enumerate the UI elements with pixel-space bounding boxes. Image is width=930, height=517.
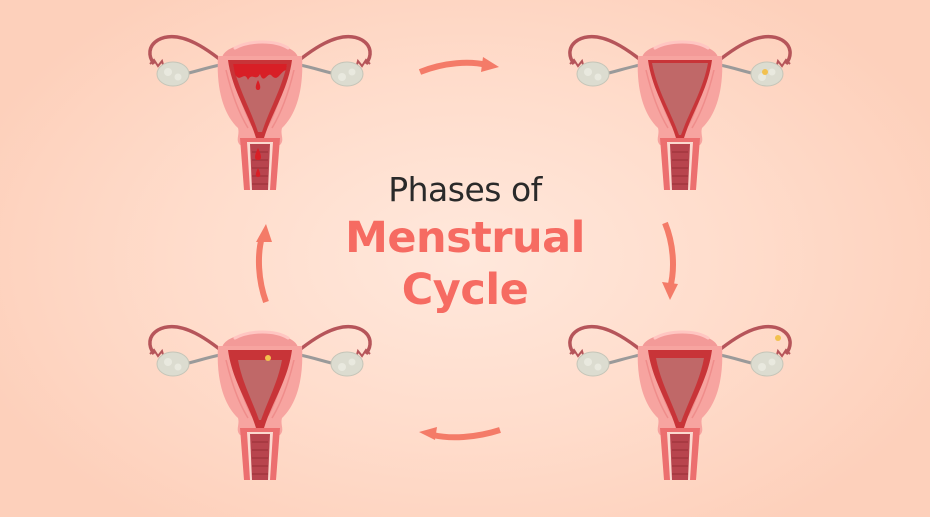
title-phases-of: Phases of [388,170,542,209]
arrow-left-icon [415,420,505,445]
uterus-illustration-menstrual [140,20,380,210]
uterus-luteal-icon [148,324,372,482]
title-block: Phases of Menstrual Cycle [300,168,630,316]
uterus-illustration-luteal [140,310,380,500]
title-menstrual: Menstrual [345,213,585,263]
arrow-down-icon [660,220,685,305]
uterus-menstrual-icon [148,34,372,192]
title-cycle: Cycle [401,265,529,315]
arrow-right-icon [415,52,505,77]
uterus-illustration-ovulation [560,310,800,500]
uterus-follicular-icon [568,34,792,192]
uterus-ovulation-icon [568,324,792,482]
uterus-illustration-follicular [560,20,800,210]
arrow-up-icon [252,220,277,305]
